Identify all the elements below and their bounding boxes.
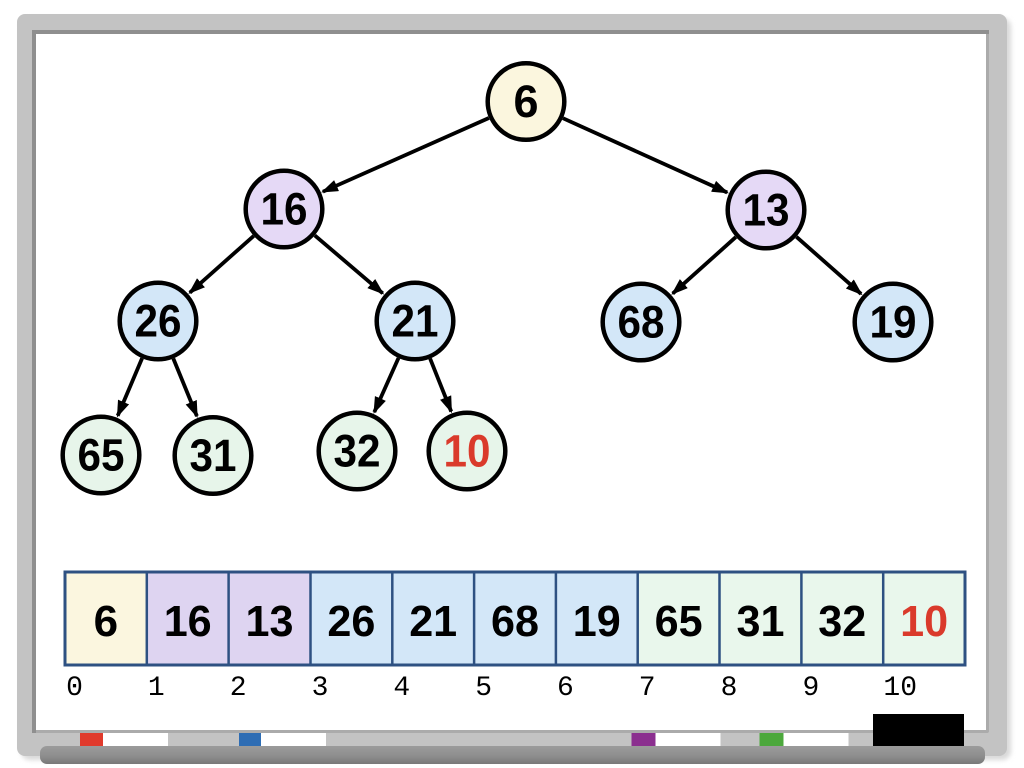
svg-text:10: 10 <box>444 426 491 477</box>
svg-text:2: 2 <box>230 673 247 704</box>
svg-text:13: 13 <box>246 597 294 646</box>
svg-text:13: 13 <box>743 185 790 236</box>
svg-text:10: 10 <box>900 597 948 646</box>
svg-text:21: 21 <box>409 597 457 646</box>
svg-text:31: 31 <box>737 597 785 646</box>
svg-text:7: 7 <box>639 673 656 704</box>
svg-text:26: 26 <box>327 597 375 646</box>
svg-text:26: 26 <box>135 296 182 347</box>
svg-text:9: 9 <box>802 673 819 704</box>
svg-text:32: 32 <box>818 597 866 646</box>
svg-text:3: 3 <box>312 673 329 704</box>
svg-text:1: 1 <box>148 673 165 704</box>
svg-text:65: 65 <box>78 430 125 481</box>
svg-text:16: 16 <box>261 184 308 235</box>
svg-text:10: 10 <box>883 673 917 704</box>
svg-text:68: 68 <box>491 597 539 646</box>
svg-text:5: 5 <box>475 673 492 704</box>
svg-text:32: 32 <box>334 426 381 477</box>
svg-text:6: 6 <box>94 597 118 646</box>
svg-text:21: 21 <box>392 296 439 347</box>
svg-text:19: 19 <box>870 297 917 348</box>
svg-text:6: 6 <box>513 76 538 127</box>
svg-text:68: 68 <box>618 297 665 348</box>
svg-text:19: 19 <box>573 597 621 646</box>
svg-text:4: 4 <box>393 673 410 704</box>
svg-text:16: 16 <box>164 597 212 646</box>
svg-text:6: 6 <box>557 673 574 704</box>
svg-text:65: 65 <box>655 597 703 646</box>
svg-text:31: 31 <box>190 430 237 481</box>
svg-text:0: 0 <box>66 673 83 704</box>
svg-text:8: 8 <box>721 673 738 704</box>
